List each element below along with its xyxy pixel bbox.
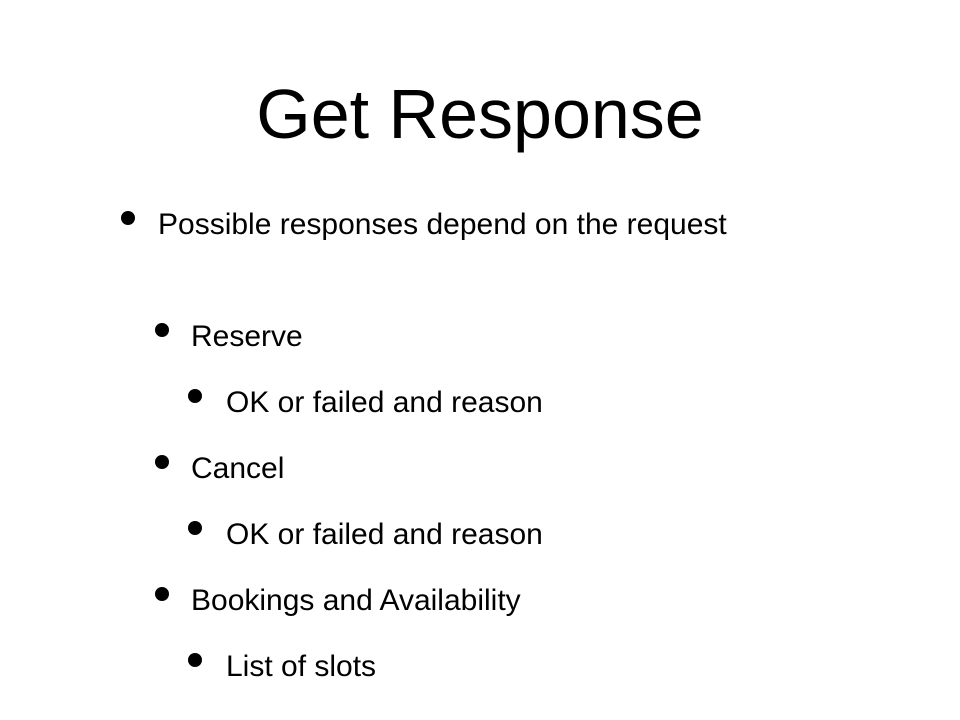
bullet-icon: [121, 211, 135, 225]
bullet-text: List of slots: [226, 650, 377, 683]
bullet-icon: [155, 587, 169, 601]
bullet-text: Possible responses depend on the request: [158, 208, 727, 241]
bullet-icon: [155, 455, 169, 469]
bullet-text: Bookings and Availability: [191, 584, 521, 617]
bullet-text: OK or failed and reason: [226, 518, 543, 551]
bullet-text: Reserve: [191, 320, 303, 353]
bullet-text: OK or failed and reason: [226, 386, 543, 419]
bullet-icon: [188, 521, 202, 535]
bullet-icon: [188, 653, 202, 667]
slide-title: Get Response: [256, 75, 704, 153]
bullet-text: Cancel: [191, 452, 285, 485]
bullet-icon: [188, 389, 202, 403]
bullet-icon: [155, 323, 169, 337]
